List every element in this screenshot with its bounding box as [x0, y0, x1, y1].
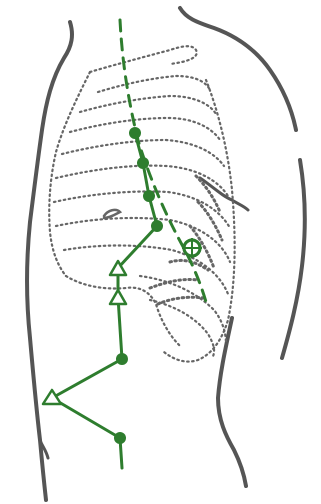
- rib-2: [80, 96, 216, 114]
- rib-10: [150, 300, 214, 358]
- rib-1: [98, 76, 210, 92]
- right-arm-line: [282, 160, 305, 358]
- filled-circle-marker: [116, 353, 128, 365]
- rib-shade-6: [170, 260, 208, 270]
- rib-8: [64, 246, 228, 295]
- dashed-guide-line: [120, 20, 206, 302]
- clavicle: [90, 46, 197, 72]
- rib-9: [140, 276, 226, 344]
- filled-circle-marker: [129, 127, 141, 139]
- costal-margin: [66, 276, 180, 346]
- filled-circle-marker: [137, 157, 149, 169]
- rib-3: [70, 118, 220, 140]
- rib-cage-left-edge: [49, 72, 90, 276]
- hollow-triangle-marker: [43, 390, 61, 404]
- filled-circle-marker: [143, 190, 155, 202]
- rib-shade-1: [196, 176, 220, 212]
- hollow-triangle-marker: [110, 290, 126, 304]
- solid-path-line: [52, 133, 157, 468]
- left-shoulder-line: [27, 22, 72, 500]
- nipple: [104, 210, 120, 218]
- right-waist-line: [218, 318, 246, 486]
- filled-circle-marker: [114, 432, 126, 444]
- rib-shade-5: [158, 297, 204, 304]
- right-shoulder-line: [180, 8, 296, 130]
- filled-circle-marker: [151, 220, 163, 232]
- rib-cage: [49, 46, 234, 361]
- torso-outline: [27, 8, 305, 500]
